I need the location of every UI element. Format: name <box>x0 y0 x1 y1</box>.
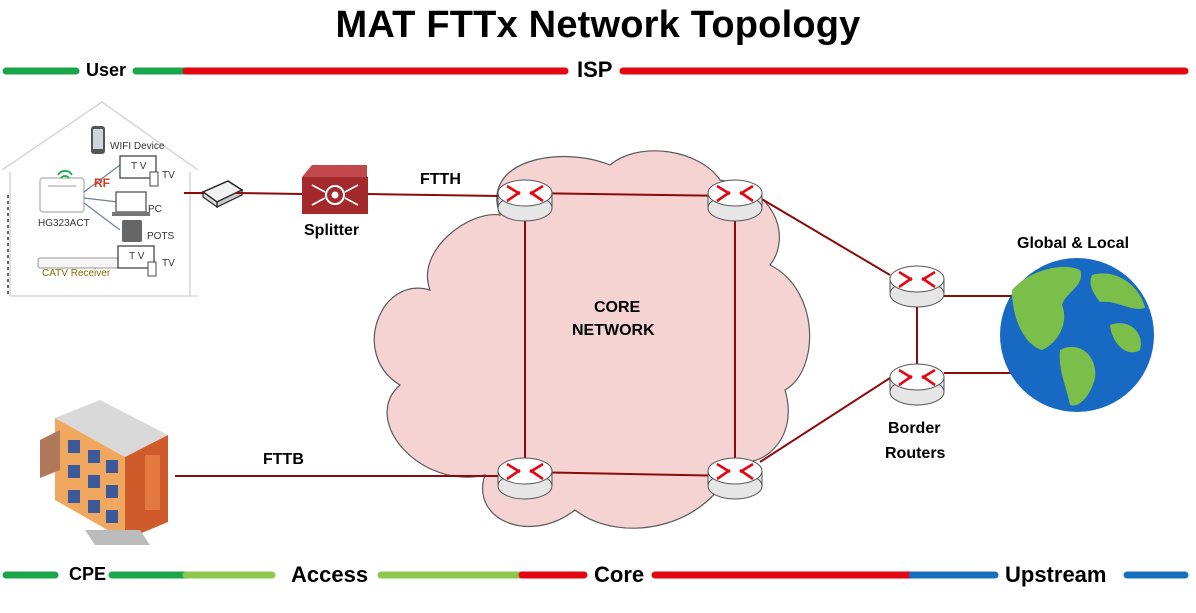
house-label-rf: RF <box>94 176 110 190</box>
catv-receiver-icon <box>37 257 119 269</box>
tv-icon-1 <box>119 155 157 179</box>
wifi-signal-icon <box>57 169 73 179</box>
router-core-2-icon <box>707 179 763 222</box>
band-label-core: Core <box>594 562 645 587</box>
link-core4-border2 <box>759 377 891 463</box>
link-ont-splitter <box>235 192 303 195</box>
home-premises <box>1 101 199 297</box>
ont-device-icon <box>201 180 244 209</box>
house-label-wifi: WIFI Device <box>110 141 165 152</box>
apartment-building-icon <box>40 400 168 545</box>
link-label-ftth: FTTH <box>420 171 461 188</box>
link-label-fttb: FTTB <box>263 451 304 468</box>
link-splitter-core1 <box>367 193 501 197</box>
house-label-catv: CATV Receiver <box>42 268 111 279</box>
router-border-1-icon <box>889 265 945 308</box>
page-title: MAT FTTx Network Topology <box>335 4 861 46</box>
house-label-tv2: TV <box>162 258 175 269</box>
band-label-access: Access <box>291 562 369 587</box>
link-core3-core4 <box>524 471 736 477</box>
router-core-3-icon <box>497 457 553 500</box>
house-label-pots: POTS <box>147 231 175 242</box>
border-routers-label-line1: Border <box>888 420 941 437</box>
house-label-router-model: HG323ACT <box>38 218 90 229</box>
network-links <box>175 192 1012 477</box>
router-core-4-icon <box>707 457 763 500</box>
band-label-user: User <box>86 60 127 80</box>
house-label-tv1: TV <box>162 170 175 181</box>
link-core1-core2 <box>524 192 736 197</box>
band-label-isp: ISP <box>577 57 613 82</box>
house-label-pc: PC <box>148 204 162 215</box>
router-border-2-icon <box>889 363 945 406</box>
device-links <box>83 164 121 265</box>
ont-router-icon <box>39 177 85 213</box>
tv-screen-label-2: T V <box>129 251 145 262</box>
tv-screen-label-1: T V <box>131 161 147 172</box>
band-label-upstream: Upstream <box>1005 562 1107 587</box>
core-network-label-line1: CORE <box>594 299 641 316</box>
splitter-icon <box>302 165 368 214</box>
link-core2-border1 <box>759 197 891 276</box>
router-core-1-icon <box>497 179 553 222</box>
globe-icon <box>1000 258 1154 412</box>
global-local-label: Global & Local <box>1017 235 1130 252</box>
band-label-cpe: CPE <box>69 564 107 584</box>
core-network-label-line2: NETWORK <box>572 322 655 339</box>
tv-icon-2 <box>117 245 155 269</box>
splitter-label: Splitter <box>304 222 360 239</box>
border-routers-label-line2: Routers <box>885 445 946 462</box>
phone-icon <box>122 220 142 242</box>
pc-icon <box>115 191 147 213</box>
